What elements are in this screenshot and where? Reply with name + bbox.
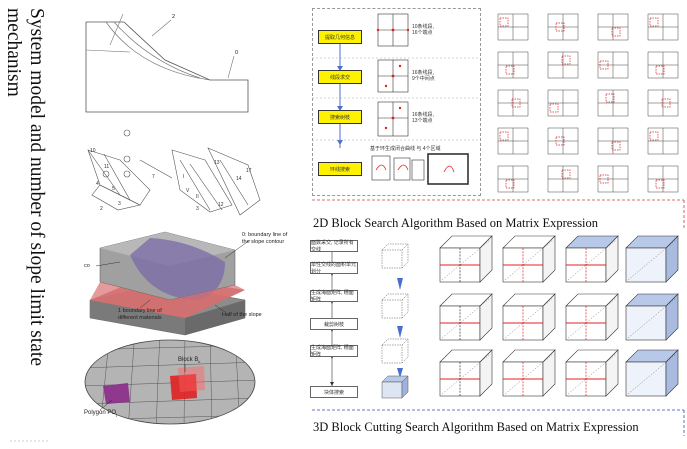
flow2d-note-4: 基于环生成闭合曲线 与 4个区域	[370, 146, 441, 152]
svg-text:V: V	[186, 188, 190, 194]
svg-text:3: 3	[196, 206, 199, 212]
grid-cell	[547, 165, 579, 193]
svg-text:17: 17	[246, 168, 252, 174]
grid-cell	[547, 89, 579, 117]
grid-cell	[647, 13, 679, 41]
svg-text:2: 2	[100, 206, 103, 212]
ellipse-label-block-text: Block B	[178, 357, 199, 363]
model-label-materials: 1 boundary line of different materials	[118, 308, 162, 321]
model-label-co: co	[84, 263, 90, 269]
grid-cell	[497, 89, 529, 117]
grid-cell	[497, 13, 529, 41]
flow2d-step-4: 环线搜索	[318, 162, 362, 176]
flow2d-note-3: 16条线段, 13个端点	[412, 112, 434, 124]
ellipse-label-polygon-sub: j	[116, 412, 117, 418]
grid-cell	[597, 165, 629, 193]
flow3d-step-2: 单性交线的面积单元划分	[310, 262, 358, 275]
ellipse-label-block: Block Bk	[178, 357, 200, 364]
svg-text:10: 10	[90, 148, 96, 154]
cube-cell	[625, 293, 679, 341]
flow2d-step-2: 线段求交	[318, 70, 362, 84]
ellipse-label-polygon: Polygon POj	[84, 410, 117, 417]
model-label-contour: 0: boundary line of the slope contour	[242, 232, 288, 245]
grid-cell	[647, 89, 679, 117]
ellipse-label-block-sub: k	[198, 359, 201, 365]
caption-2d: 2D Block Search Algorithm Based on Matri…	[313, 216, 599, 230]
cube-cell	[502, 235, 556, 283]
svg-text:7: 7	[152, 174, 155, 180]
grid-cell	[647, 165, 679, 193]
grid-cell	[597, 51, 629, 79]
svg-text:4: 4	[96, 181, 99, 187]
flow3d-step-3: 生成海面矩阵, 穗面矩阵	[310, 290, 358, 303]
grid-cell	[597, 127, 629, 155]
ellipse-label-polygon-text: Polygon PO	[84, 410, 117, 416]
cube-cell	[439, 349, 493, 397]
cube-cell	[565, 293, 619, 341]
flow2d-panel	[312, 8, 481, 196]
flow2d-step-3: 搜索树枝	[318, 110, 362, 124]
cube-cell	[565, 235, 619, 283]
flow3d-step-6: 块体搜索	[310, 386, 358, 398]
svg-text:5: 5	[112, 186, 115, 192]
slope-label-0: 0	[235, 50, 239, 56]
svg-text:11: 11	[104, 164, 109, 170]
slope-label-2: 2	[172, 14, 176, 20]
caption-3d: 3D Block Cutting Search Algorithm Based …	[313, 420, 639, 434]
grid-cell	[497, 127, 529, 155]
svg-text:13: 13	[214, 160, 220, 166]
grid-cell	[547, 13, 579, 41]
flow2d-note-2: 16条线段, 9个中间点	[412, 70, 435, 82]
cube-cell	[439, 235, 493, 283]
grid-cell	[497, 165, 529, 193]
cube-cell	[625, 349, 679, 397]
cube-cell	[625, 235, 679, 283]
cube-cell	[565, 349, 619, 397]
grid-cell	[597, 89, 629, 117]
flow2d-step-1: 提取几何信息	[318, 30, 362, 44]
flow3d-step-1: 面数采交, 记录所有交线	[310, 240, 358, 253]
grid-cell	[497, 51, 529, 79]
flow2d-note-1: 10条线段, 16个端点	[412, 24, 434, 36]
grid-cell	[597, 13, 629, 41]
model-label-half: Half of the slope	[222, 312, 262, 318]
cube-cell	[502, 293, 556, 341]
svg-text:3: 3	[118, 201, 121, 207]
grid-cell	[547, 127, 579, 155]
flow3d-step-4: 裁剪树枝	[310, 318, 358, 330]
grid-cell	[647, 127, 679, 155]
svg-text:12: 12	[218, 202, 224, 208]
flow3d-step-5: 生成海面矩阵, 穗面矩阵	[310, 345, 358, 358]
grid-cell	[647, 51, 679, 79]
svg-text:I: I	[183, 174, 184, 180]
svg-text:14: 14	[236, 176, 242, 182]
svg-text:II: II	[196, 194, 199, 200]
cube-cell	[439, 293, 493, 341]
grid-cell	[547, 51, 579, 79]
cube-cell	[502, 349, 556, 397]
